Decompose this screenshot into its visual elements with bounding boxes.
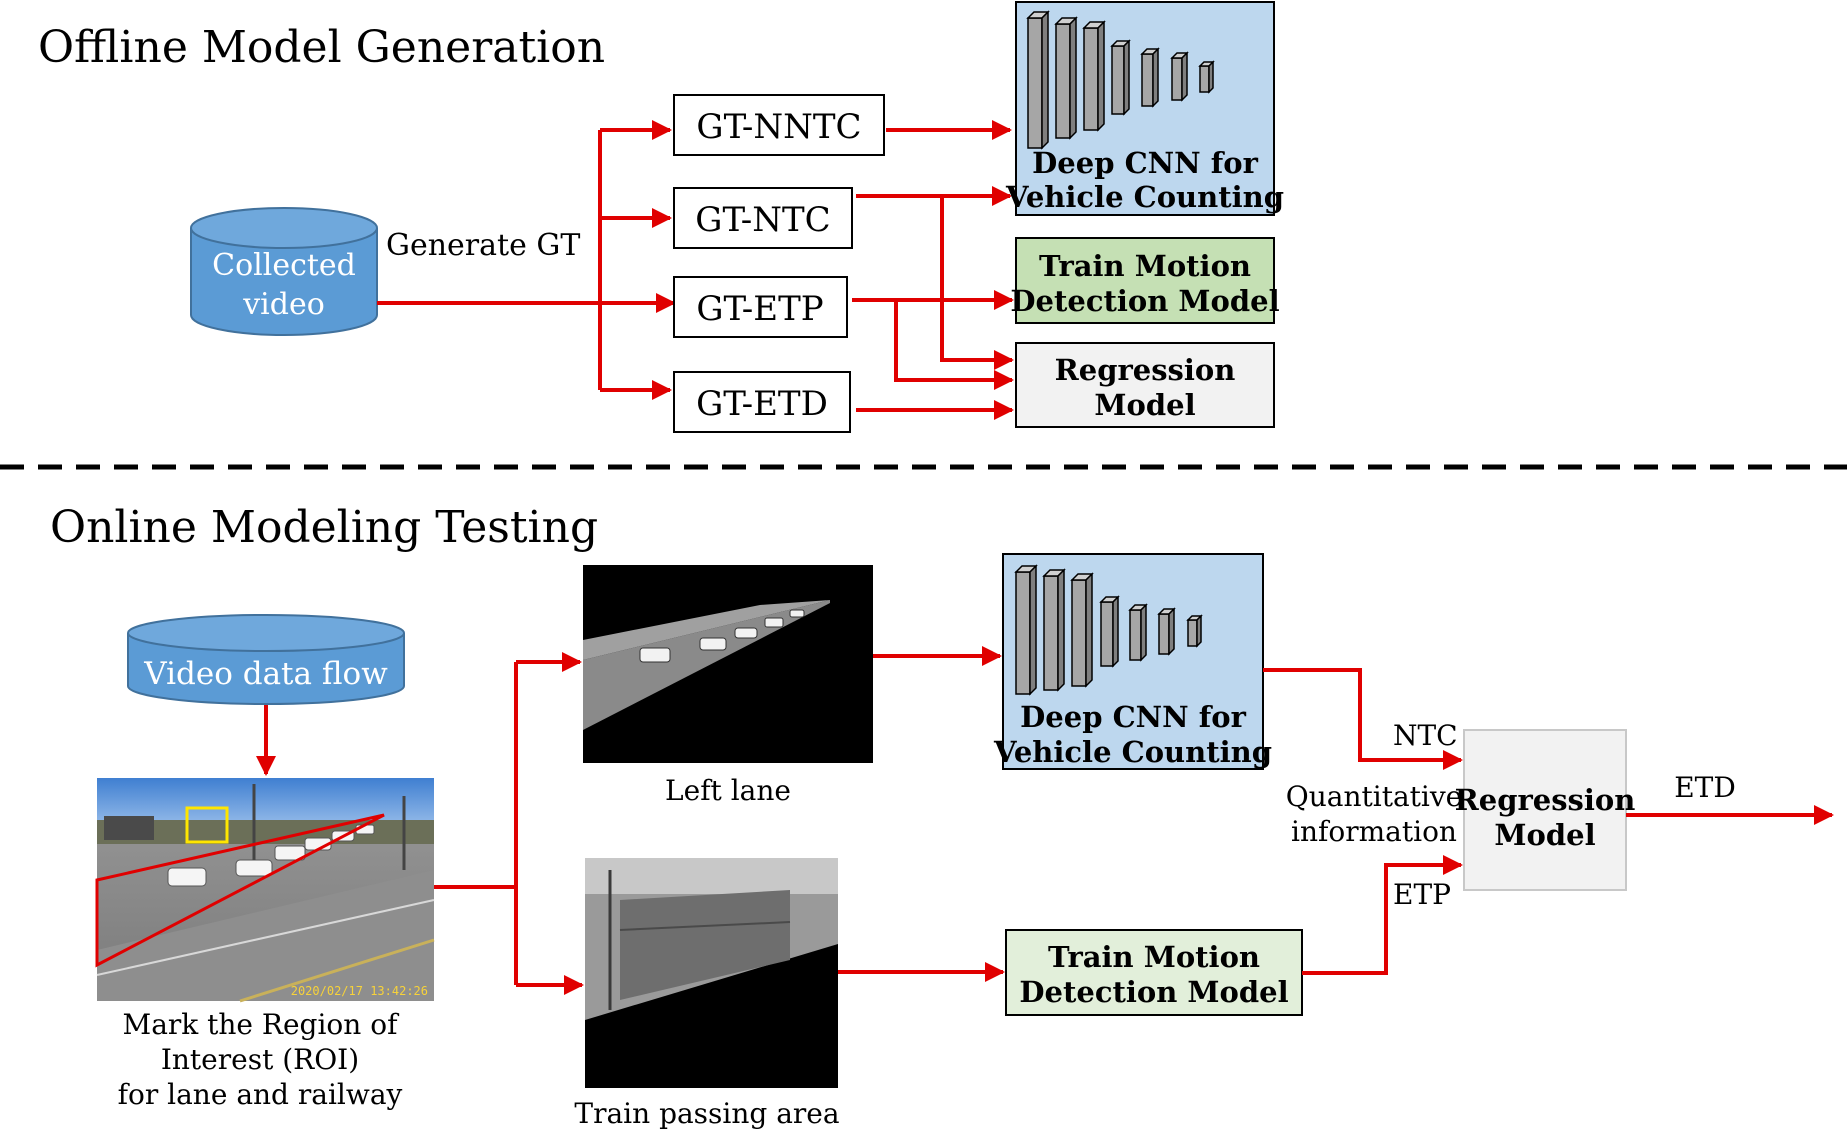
roi-red-outline — [95, 813, 385, 968]
roi-scene-image: 2020/02/17 13:42:26 — [95, 778, 435, 1003]
online-motion-label-line2: Detection Model — [1019, 975, 1288, 1009]
video-data-flow-cylinder: Video data flow — [127, 614, 405, 705]
left-lane-caption: Left lane — [665, 774, 791, 807]
gt-box-nntc: GT-NNTC — [673, 94, 885, 156]
offline-regression-label-line1: Regression — [1055, 353, 1236, 387]
train-area-image — [585, 858, 838, 1088]
collected-video-label-line1: Collected — [212, 248, 356, 283]
offline-cnn-label-line1: Deep CNN for — [1032, 146, 1258, 180]
gt-box-nntc-label: GT-NNTC — [696, 107, 861, 147]
quantitative-label-line1: Quantitative — [1286, 780, 1462, 813]
arrow-etp-to-regression — [894, 300, 1014, 390]
online-motion-box: Train Motion Detection Model — [1005, 929, 1303, 1016]
roi-yellow-marker — [185, 806, 229, 844]
offline-arrows — [377, 120, 1014, 420]
online-regression-label-line1: Regression — [1455, 783, 1636, 817]
offline-cnn-layers-icon — [1026, 10, 1215, 150]
collected-video-label-line2: video — [242, 287, 325, 322]
online-arrows — [256, 646, 1834, 995]
left-lane-image — [583, 565, 873, 763]
collected-video-cylinder: Collected video — [190, 207, 378, 336]
etd-label: ETD — [1674, 771, 1736, 804]
offline-motion-box: Train Motion Detection Model — [1010, 237, 1280, 324]
gt-box-etd: GT-ETD — [673, 371, 851, 433]
online-cnn-label-line1: Deep CNN for — [1020, 700, 1246, 734]
offline-regression-label-line2: Model — [1094, 388, 1195, 422]
offline-motion-label-line1: Train Motion — [1039, 249, 1251, 283]
offline-cnn-label-line2: Vehicle Counting — [1005, 180, 1284, 214]
online-regression-label-line2: Model — [1494, 818, 1595, 852]
online-section-title: Online Modeling Testing — [50, 502, 598, 553]
roi-caption-line3: for lane and railway — [118, 1078, 403, 1111]
offline-motion-label-line2: Detection Model — [1010, 284, 1279, 318]
gt-box-etd-label: GT-ETD — [696, 384, 828, 424]
offline-regression-box: Regression Model — [1015, 342, 1275, 428]
train-area-caption: Train passing area — [574, 1097, 839, 1130]
gt-box-etp-label: GT-ETP — [696, 289, 823, 329]
etp-label: ETP — [1393, 878, 1451, 911]
online-regression-box: Regression Model — [1455, 729, 1636, 891]
gt-box-ntc: GT-NTC — [673, 187, 853, 249]
offline-cnn-box: Deep CNN for Vehicle Counting — [1005, 1, 1284, 216]
arrow-ntc-to-regression — [940, 196, 1014, 370]
generate-gt-label: Generate GT — [386, 228, 580, 263]
gt-box-ntc-label: GT-NTC — [695, 200, 830, 240]
ntc-label: NTC — [1393, 719, 1458, 752]
online-motion-label-line1: Train Motion — [1048, 940, 1260, 974]
roi-caption-line2: Interest (ROI) — [161, 1043, 359, 1076]
offline-section-title: Offline Model Generation — [38, 22, 605, 73]
roi-caption-line1: Mark the Region of — [123, 1008, 401, 1041]
arrow-motion-to-regression — [1302, 855, 1463, 975]
roi-timestamp: 2020/02/17 13:42:26 — [291, 984, 428, 998]
online-cnn-label-line2: Vehicle Counting — [993, 735, 1272, 769]
gt-box-etp: GT-ETP — [673, 276, 848, 338]
online-cnn-layers-icon — [1014, 564, 1203, 696]
quantitative-label-line2: information — [1291, 815, 1457, 848]
video-data-flow-label: Video data flow — [143, 656, 388, 692]
online-cnn-box: Deep CNN for Vehicle Counting — [993, 553, 1272, 770]
arrow-cnn-to-regression — [1263, 668, 1463, 770]
